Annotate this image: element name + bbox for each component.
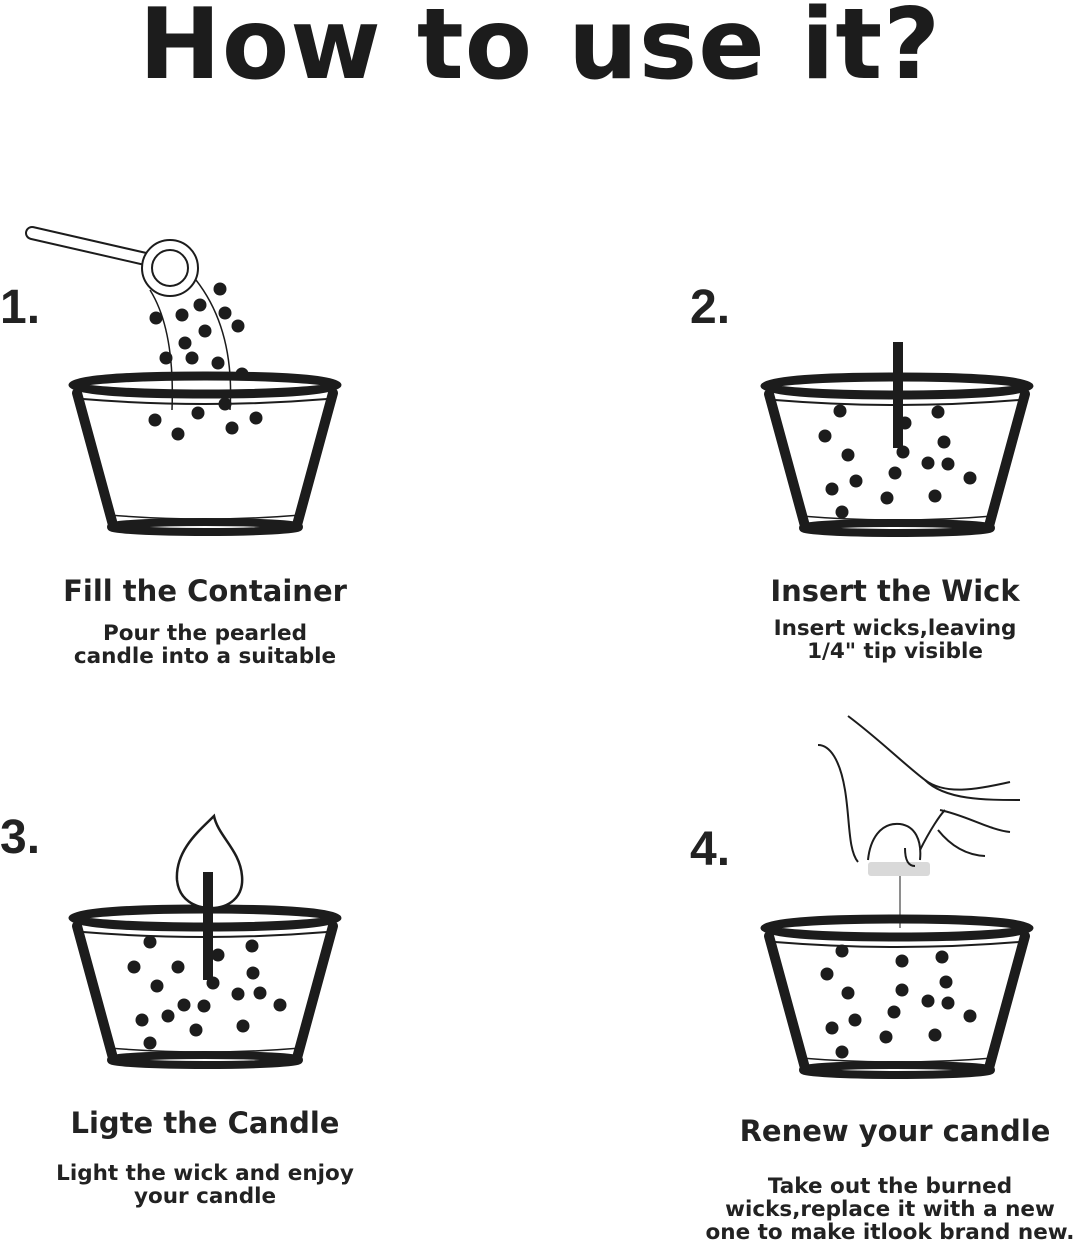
step-3-number: 3. [0, 811, 41, 864]
step-3-description: Light the wick and enjoy your candle [30, 1162, 380, 1208]
pearls [818, 404, 977, 519]
pearls [820, 944, 977, 1059]
description-line: Insert wicks,leaving [773, 616, 1017, 641]
step-2-number: 2. [690, 281, 731, 334]
step-1-illustration [25, 226, 337, 532]
step-3-illustration [73, 813, 337, 1065]
description-line: Take out the burned [767, 1174, 1013, 1199]
step-3-title: Ligte the Candle [70, 1106, 340, 1140]
description-line: one to make itlook brand new. [705, 1220, 1075, 1245]
step-1-description: Pour the pearled candle into a suitable [30, 622, 380, 668]
scoop-icon [25, 226, 232, 411]
description-line: wicks,replace it with a new [725, 1197, 1055, 1222]
step-1-title: Fill the Container [63, 574, 347, 608]
hand-icon [817, 715, 1021, 867]
step-4-title: Renew your candle [739, 1114, 1051, 1148]
description-line: 1/4" tip visible [807, 639, 983, 664]
step-4-number: 4. [690, 823, 731, 876]
step-4-description: Take out the burned wicks,replace it wit… [700, 1175, 1080, 1244]
step-4-illustration [765, 715, 1029, 1075]
wick-holder [868, 862, 930, 876]
step-2-illustration [765, 342, 1029, 533]
description-line: candle into a suitable [73, 644, 337, 669]
step-1-number: 1. [0, 281, 41, 334]
pearls [148, 282, 263, 441]
pearls [127, 935, 287, 1050]
step-2-title: Insert the Wick [770, 574, 1020, 608]
description-line: your candle [133, 1184, 277, 1209]
description-line: Light the wick and enjoy [56, 1161, 354, 1186]
step-2-description: Insert wicks,leaving 1/4" tip visible [720, 617, 1070, 663]
page-title: How to use it? [138, 0, 942, 102]
description-line: Pour the pearled [103, 621, 307, 646]
